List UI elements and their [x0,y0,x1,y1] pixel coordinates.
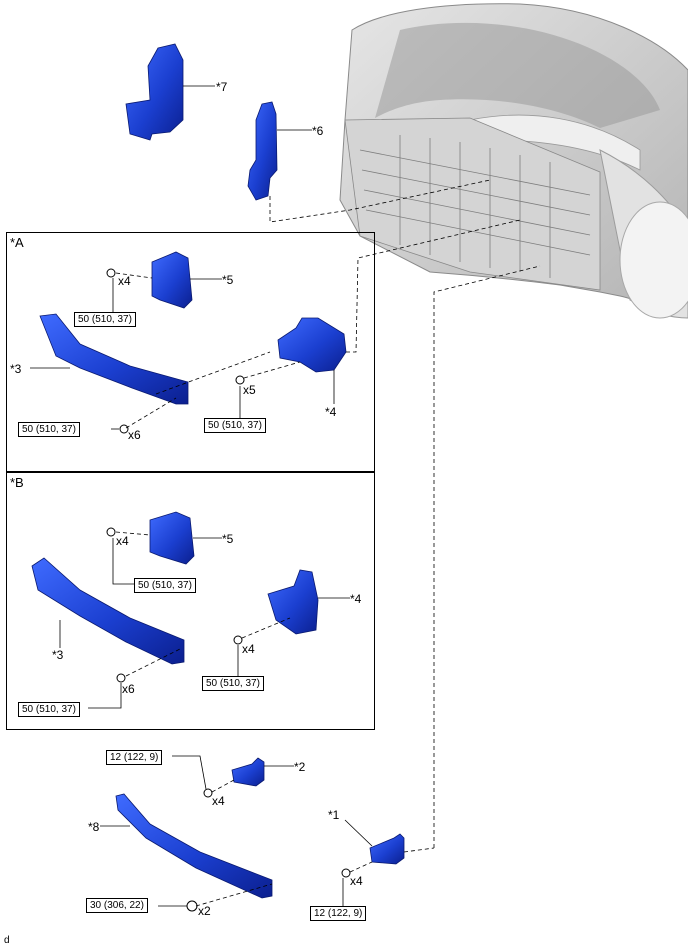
group-a-panel [6,232,375,472]
part-8-shape [115,793,273,899]
bolt-icon [116,673,126,683]
torque-b-bracket: 50 (510, 37) [134,578,196,593]
part-5-shape-b [149,511,195,565]
leader-lines [30,85,373,907]
part-3-shape-b [31,557,185,665]
torque-a-reinforcement: 50 (510, 37) [18,422,80,437]
qty-part-1: x4 [350,874,363,888]
qty-part-2: x4 [212,794,225,808]
torque-part-1: 12 (122, 9) [310,906,367,921]
bolt-icon [235,375,245,385]
callout-part-4-a: *4 [325,405,337,419]
callout-part-5-b: *5 [222,532,234,546]
callout-part-2: *2 [294,760,306,774]
bolt-icon [106,268,116,278]
callout-part-5-a: *5 [222,273,234,287]
torque-b-mount: 50 (510, 37) [202,676,264,691]
vehicle-front-illustration [339,3,688,319]
callout-part-8: *8 [88,820,100,834]
bolt-icon [341,868,351,878]
qty-b-mount: x4 [242,642,255,656]
bolt-icon [203,788,213,798]
qty-b-bracket: x4 [116,534,129,548]
qty-a-bracket: x4 [118,274,131,288]
part-1-shape [369,833,405,865]
nut-icon [186,900,198,912]
callout-part-4-b: *4 [350,592,362,606]
torque-b-reinforcement: 50 (510, 37) [18,702,80,717]
qty-a-reinforcement: x6 [128,428,141,442]
callout-part-7: *7 [216,80,228,94]
group-b-panel [6,472,375,730]
part-5-shape-a [151,251,193,309]
figure-code: d [4,935,10,946]
part-6-shape [247,101,278,201]
group-b-label: *B [10,475,24,490]
qty-a-mount: x5 [243,383,256,397]
torque-a-bracket: 50 (510, 37) [74,312,136,327]
callout-part-6: *6 [312,124,324,138]
torque-part-8: 30 (306, 22) [86,898,148,913]
assembly-lines [115,179,541,907]
part-3-shape-a [39,313,189,405]
bolt-icon [119,424,129,434]
bolt-icon [233,635,243,645]
callout-part-1: *1 [328,808,340,822]
part-4-shape-b [267,569,319,635]
torque-a-mount: 50 (510, 37) [204,418,266,433]
part-7-shape [125,43,184,141]
callout-part-3-a: *3 [10,362,22,376]
group-a-label: *A [10,235,24,250]
callout-part-3-b: *3 [52,648,64,662]
qty-part-8: x2 [198,904,211,918]
qty-b-reinforcement: x6 [122,682,135,696]
bolt-icon [106,527,116,537]
part-2-shape [231,757,265,787]
torque-part-2: 12 (122, 9) [106,750,163,765]
